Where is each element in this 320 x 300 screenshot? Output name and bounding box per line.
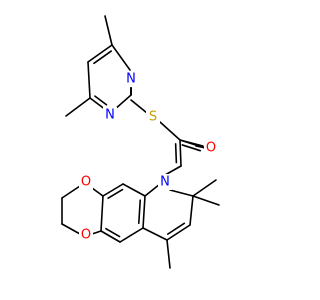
bond-25 — [166, 224, 191, 241]
atom-label-n-quinoline: N — [160, 175, 170, 190]
bond-36 — [102, 183, 124, 197]
atom-label-n3: N — [105, 108, 115, 123]
bond-4 — [87, 61, 91, 99]
atom-label-s: S — [149, 110, 157, 125]
atom-o-dioxane-bottom: O — [79, 227, 93, 243]
atom-label-n1: N — [126, 72, 136, 87]
bond-20 — [164, 165, 182, 176]
atom-label-o-carbonyl: O — [206, 141, 216, 156]
bond-43 — [91, 230, 102, 235]
bond-40 — [61, 185, 81, 199]
bond-3 — [111, 44, 131, 71]
molecule-structure: N N S O N O O — [61, 15, 220, 269]
atom-n-quinoline: N — [158, 174, 172, 190]
atom-layer: N N S O N O O — [79, 71, 218, 243]
bond-39 — [91, 187, 104, 197]
bond-5 — [65, 97, 91, 117]
bond-31 — [137, 199, 142, 225]
bond-layer — [61, 15, 220, 269]
bond-15 — [179, 139, 182, 167]
bond-13 — [159, 121, 181, 141]
bond-7 — [94, 95, 108, 106]
bond-0 — [104, 15, 113, 46]
bond-28 — [142, 227, 168, 241]
bond-29 — [144, 183, 161, 197]
bond-1 — [87, 44, 113, 63]
bond-16 — [174, 143, 178, 164]
atom-n3-pyrimidine: N — [103, 107, 117, 123]
bond-34 — [105, 227, 121, 238]
atom-o-dioxane-top: O — [79, 174, 93, 190]
molecule-canvas: N N S O N O O — [61, 15, 220, 269]
bond-42 — [61, 223, 81, 235]
atom-n1-pyrimidine: N — [124, 71, 138, 87]
atom-label-o-dioxane-top: O — [81, 175, 91, 190]
bond-24 — [189, 195, 194, 226]
bond-37 — [107, 188, 124, 199]
bond-23 — [192, 195, 220, 206]
atom-o-carbonyl: O — [204, 140, 218, 156]
bond-38 — [122, 183, 146, 197]
bond-22 — [192, 179, 217, 197]
atom-label-o-dioxane-bottom: O — [81, 228, 91, 243]
bond-18 — [179, 139, 206, 149]
bond-27 — [166, 239, 171, 269]
bond-21 — [169, 189, 194, 197]
bond-35 — [100, 195, 104, 232]
bond-26 — [166, 222, 186, 235]
bond-2 — [93, 50, 113, 65]
bond-19 — [181, 144, 202, 152]
atom-s-thioether: S — [146, 109, 160, 125]
bond-30 — [142, 195, 146, 229]
bond-33 — [100, 230, 121, 243]
bond-32 — [119, 227, 144, 243]
bond-12 — [130, 99, 148, 114]
